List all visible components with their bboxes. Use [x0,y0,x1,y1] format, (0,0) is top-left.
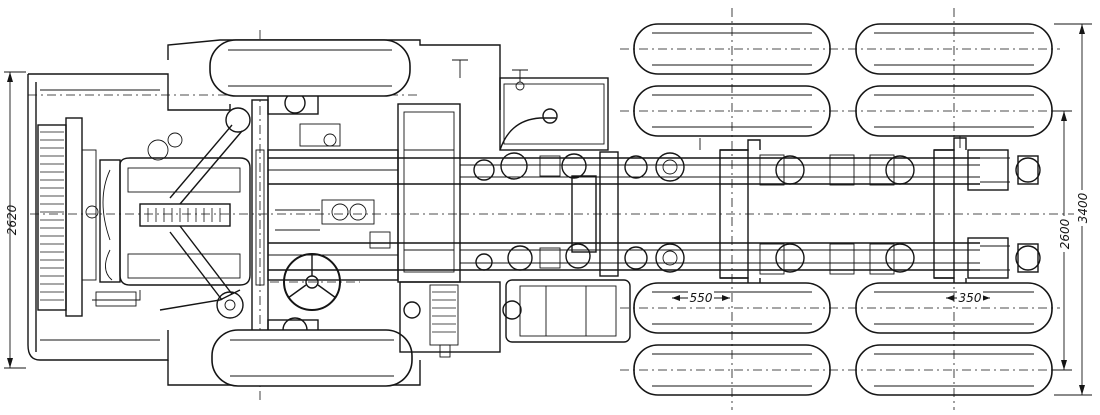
dimension-offset-rear: 350 [946,290,990,305]
fuel-tank [452,59,609,151]
front-wheel-top [209,39,411,97]
frame-rail-left [268,157,980,185]
frame-rail-right [268,242,980,271]
dimension-track: 2600 [1052,110,1072,371]
frame-details-right [475,243,915,275]
dimension-track-label: 2600 [1058,218,1072,249]
radiator [37,117,99,317]
frame-details-left [473,152,915,186]
steering-linkage [169,107,251,319]
battery-box [399,281,501,358]
dimension-offset-front-label: 550 [690,291,713,305]
gearbox [397,103,461,283]
engine-block [92,132,251,311]
dimension-offset-rear-label: 350 [959,291,982,305]
cab-controls [267,133,399,281]
frame-cross-members [460,149,1090,279]
dimension-overall-width: 2620 [4,71,26,369]
dimension-overall-length: 3400 [1054,23,1092,396]
hood-outline [27,39,501,386]
dimension-overall-width-label: 2620 [5,204,19,235]
front-wheel-bottom [211,329,413,387]
rear-suspension-left [699,135,1041,191]
rear-axle-centerlines [620,8,1060,410]
air-receiver [502,279,631,343]
dimension-overall-length-label: 3400 [1076,192,1090,223]
steering-wheel [270,253,360,311]
dimension-offset-front: 550 [672,290,730,305]
